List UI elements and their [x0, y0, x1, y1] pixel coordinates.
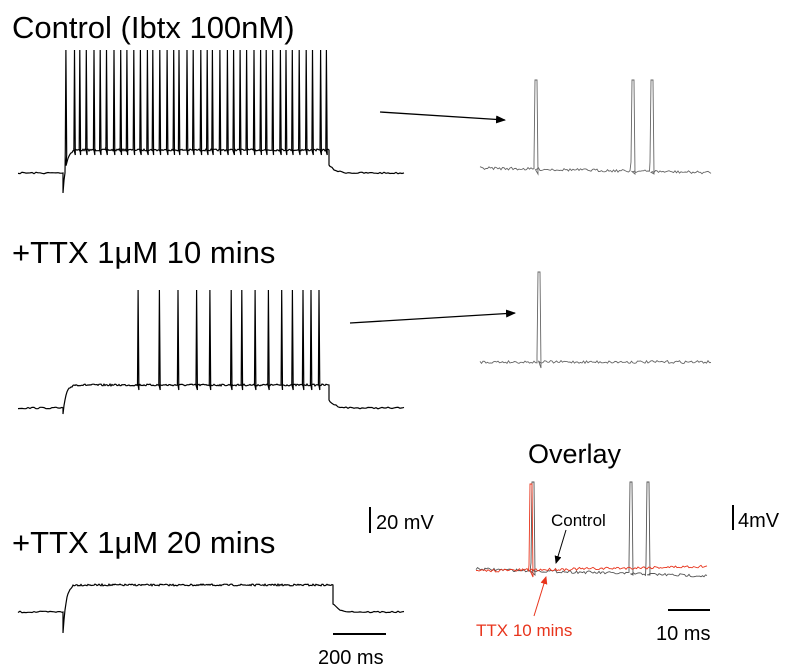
overlay-ttx-label: TTX 10 mins — [476, 621, 572, 640]
overlay-ttx10-trace — [475, 483, 708, 578]
ttx20-voltage-trace — [17, 582, 405, 634]
overlay-voltage-scale-label: 4mV — [738, 510, 780, 532]
overlay-ttx-arrow — [533, 576, 548, 617]
control-panel-label: Control (Ibtx 100nM) — [12, 10, 295, 45]
ttx10-zoom-inset-trace — [479, 271, 712, 369]
overlay-time-scale-label: 10 ms — [656, 623, 710, 645]
voltage-scale-label: 20 mV — [376, 512, 434, 534]
zoom-arrow-control — [379, 111, 506, 124]
control-voltage-trace — [17, 49, 405, 194]
overlay-control-arrow — [554, 529, 567, 564]
ttx10-panel-label: +TTX 1μM 10 mins — [12, 235, 275, 270]
control-zoom-inset-trace — [479, 79, 712, 176]
zoom-arrow-ttx10 — [349, 309, 516, 324]
time-scale-label: 200 ms — [318, 647, 384, 669]
overlay-control-label: Control — [551, 511, 606, 530]
overlay-title: Overlay — [528, 439, 622, 469]
ttx20-panel-label: +TTX 1μM 20 mins — [12, 525, 275, 560]
ttx10-voltage-trace — [17, 289, 405, 415]
